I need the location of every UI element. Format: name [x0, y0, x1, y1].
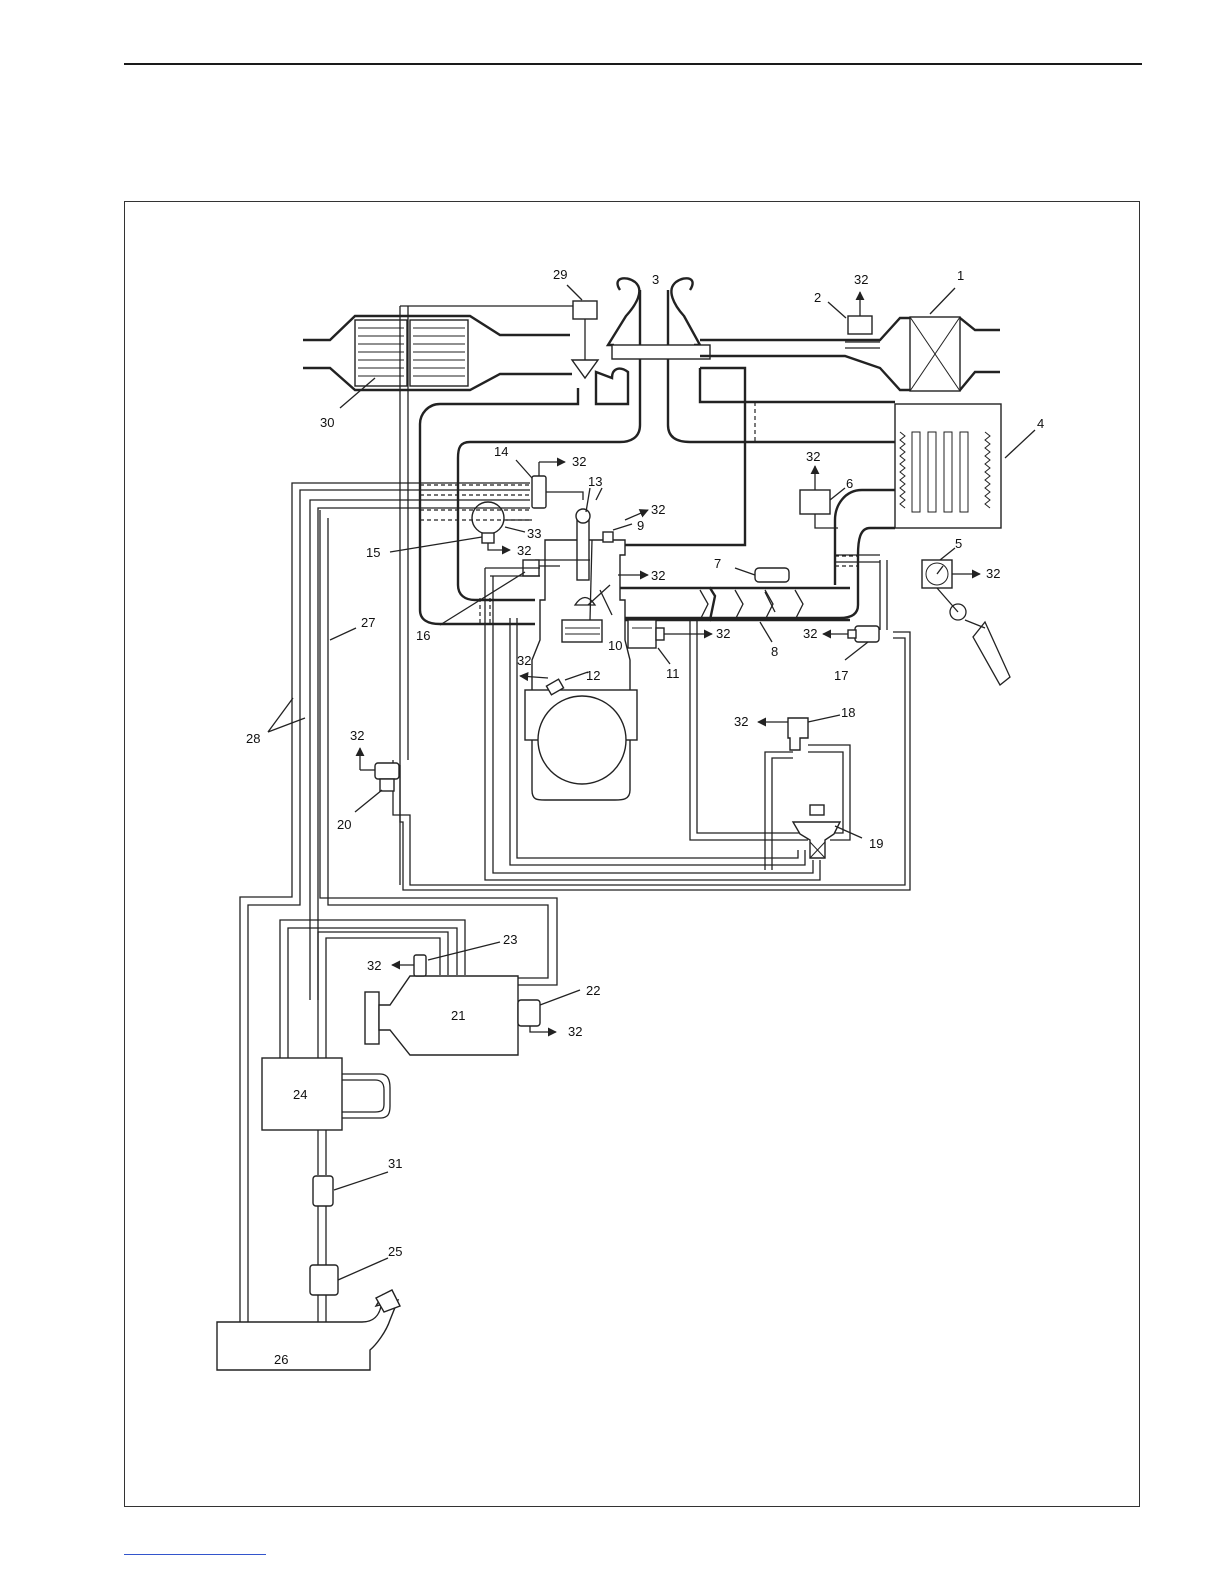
- callout-5: 5: [955, 536, 962, 551]
- callout-18: 18: [841, 705, 855, 720]
- callout-23: 23: [503, 932, 517, 947]
- leader-lines: [268, 628, 356, 732]
- ecm-ref-22: 32: [568, 1024, 582, 1039]
- fuel-tank: [217, 1290, 400, 1370]
- fuel-injector: [793, 805, 862, 858]
- fuel-sensor-31: [313, 1172, 388, 1265]
- callout-27: 27: [361, 615, 375, 630]
- callout-3: 3: [652, 272, 659, 287]
- callout-16: 16: [416, 628, 430, 643]
- fuel-filter: [262, 1058, 390, 1175]
- ecm-ref-5: 32: [986, 566, 1000, 581]
- callout-17: 17: [834, 668, 848, 683]
- throttle-valve: [735, 568, 789, 612]
- callout-14: 14: [494, 444, 508, 459]
- callout-8: 8: [771, 644, 778, 659]
- ecm-ref-14: 32: [572, 454, 586, 469]
- callout-2: 2: [814, 290, 821, 305]
- callout-10: 10: [608, 638, 622, 653]
- callout-15: 15: [366, 545, 380, 560]
- callout-4: 4: [1037, 416, 1044, 431]
- ecm-ref-15: 32: [517, 543, 531, 558]
- ecm-ref-20: 32: [350, 728, 364, 743]
- callout-1: 1: [957, 268, 964, 283]
- callout-30: 30: [320, 415, 334, 430]
- ecm-ref-6: 32: [806, 449, 820, 464]
- callout-24: 24: [293, 1087, 307, 1102]
- ecm-ref-23: 32: [367, 958, 381, 973]
- callout-22: 22: [586, 983, 600, 998]
- callout-6: 6: [846, 476, 853, 491]
- callout-9: 9: [637, 518, 644, 533]
- callout-19: 19: [869, 836, 883, 851]
- catalytic-converter: [303, 316, 572, 408]
- ecm-ref-9: 32: [651, 502, 665, 517]
- egr-actuator: [628, 620, 712, 664]
- callout-33: 33: [527, 526, 541, 541]
- callout-20: 20: [337, 817, 351, 832]
- callout-28: 28: [246, 731, 260, 746]
- callout-11: 11: [666, 666, 680, 681]
- callout-13: 13: [588, 474, 602, 489]
- callout-21: 21: [451, 1008, 465, 1023]
- ecm-ref-11: 32: [716, 626, 730, 641]
- callout-31: 31: [388, 1156, 402, 1171]
- ecm-ref-2: 32: [854, 272, 868, 287]
- ecm-ref-10: 32: [651, 568, 665, 583]
- callout-7: 7: [714, 556, 721, 571]
- boost-sensor: [800, 466, 845, 528]
- callout-26: 26: [274, 1352, 288, 1367]
- ecm-ref-12: 32: [517, 653, 531, 668]
- ecm-ref-17: 32: [803, 626, 817, 641]
- callout-29: 29: [553, 267, 567, 282]
- fuel-temperature-sensor: [823, 626, 879, 660]
- callout-25: 25: [388, 1244, 402, 1259]
- ecm-ref-18: 32: [734, 714, 748, 729]
- callout-12: 12: [586, 668, 600, 683]
- engine-block: [525, 509, 637, 800]
